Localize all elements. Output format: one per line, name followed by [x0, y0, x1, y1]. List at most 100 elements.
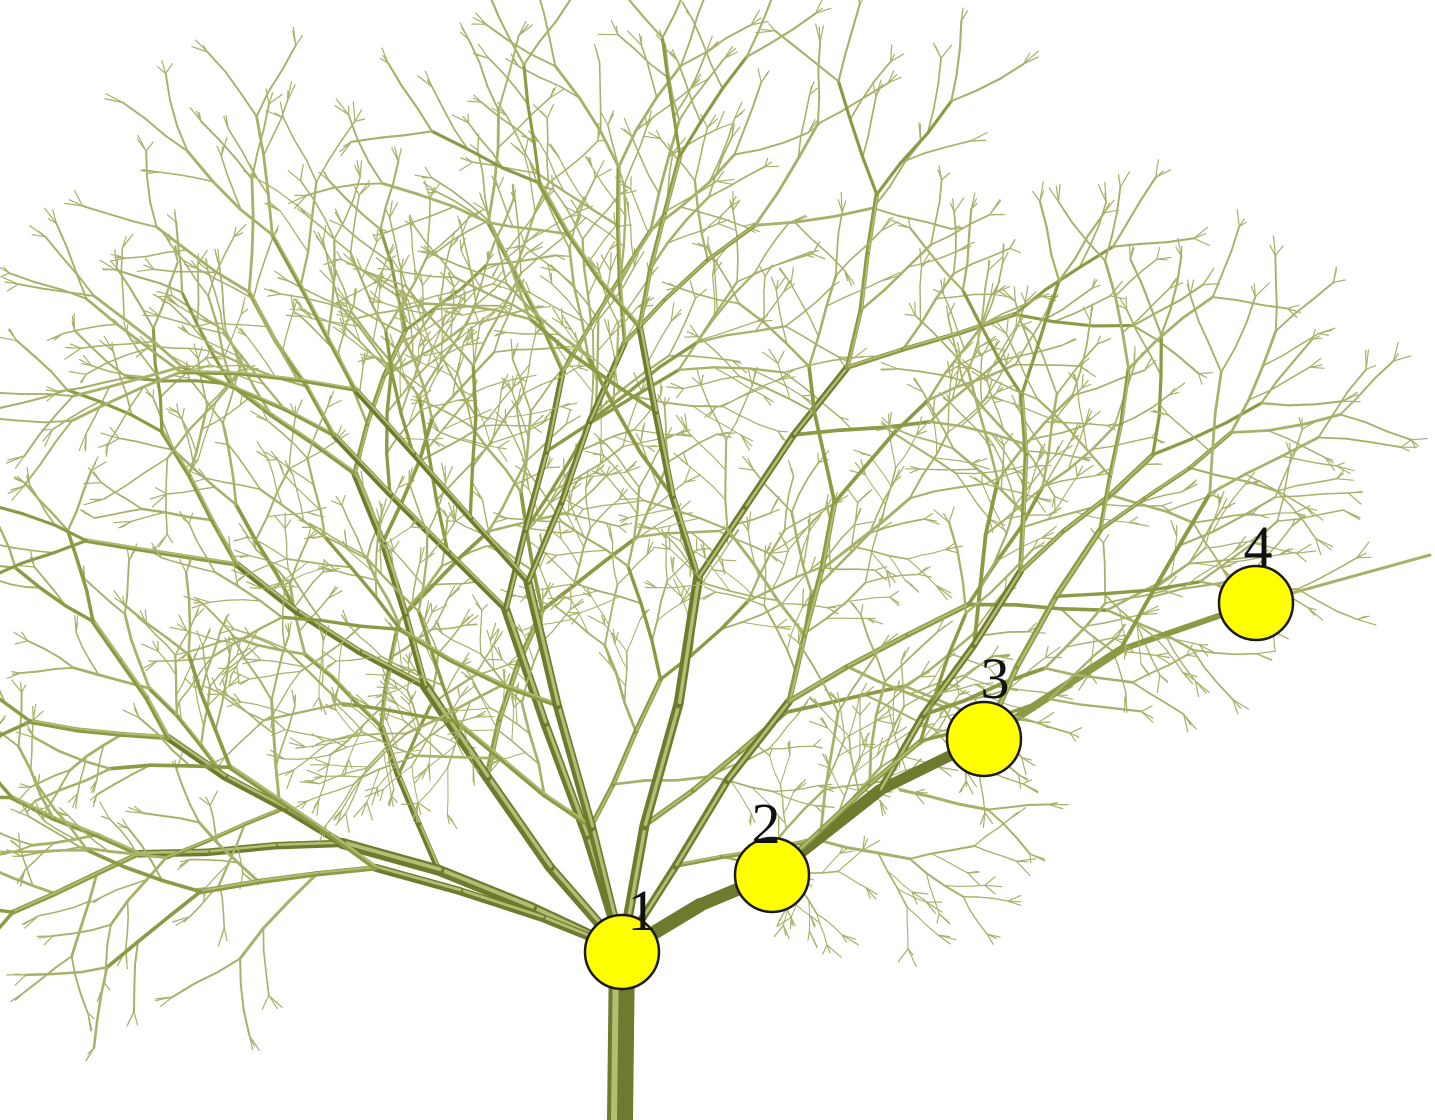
twig [665, 609, 673, 615]
twig-tip [1194, 238, 1210, 245]
twig [853, 520, 856, 537]
twig [784, 373, 803, 387]
twig [506, 332, 524, 334]
twig [441, 737, 449, 740]
twig [849, 736, 851, 755]
twig [325, 537, 351, 567]
twig [229, 387, 234, 405]
twig [627, 641, 632, 652]
twig-tip [776, 620, 787, 628]
twig [816, 504, 832, 512]
twig [624, 216, 626, 247]
twig [128, 561, 129, 579]
twig [282, 685, 291, 700]
twig [242, 151, 254, 174]
twig [359, 636, 371, 646]
twig [838, 871, 848, 876]
twig [299, 631, 305, 654]
twig-tip [336, 99, 348, 115]
twig [779, 564, 785, 577]
twig-tip [1199, 373, 1213, 374]
twig [502, 485, 514, 509]
twig [735, 150, 760, 155]
twig-tip [307, 512, 315, 515]
twig-tip [942, 173, 950, 180]
twig-tip [705, 587, 716, 592]
twig-tip [288, 171, 300, 181]
twig [289, 451, 291, 469]
twig-tip [432, 438, 442, 440]
twig [933, 718, 940, 727]
twig-tip [453, 115, 469, 123]
twig [349, 748, 354, 760]
twig-tip [224, 928, 227, 941]
twig [715, 279, 716, 295]
twig-tip [84, 513, 94, 518]
twig [803, 786, 818, 789]
twig [632, 147, 640, 166]
twig [784, 366, 807, 373]
twig [796, 568, 821, 578]
twig [547, 118, 548, 140]
twig-tip [192, 646, 200, 664]
twig [107, 214, 132, 221]
twig [960, 21, 961, 48]
twig-tip [7, 284, 18, 291]
twig [617, 324, 618, 351]
twig [791, 792, 794, 799]
twig [146, 151, 147, 177]
twig [758, 7, 768, 32]
twig [414, 576, 417, 590]
twig [523, 385, 541, 394]
twig [788, 715, 798, 726]
twig [131, 639, 140, 664]
twig [550, 40, 556, 67]
twig [330, 765, 344, 767]
twig [221, 157, 227, 175]
twig-tip [926, 902, 942, 912]
twig [1113, 224, 1127, 247]
twig [351, 768, 367, 772]
twig [628, 473, 639, 488]
twig [631, 227, 632, 243]
twig [690, 356, 711, 358]
twig-tip [335, 106, 349, 115]
twig [856, 699, 858, 712]
twig [241, 210, 272, 235]
twig [262, 543, 275, 551]
twig-tip [233, 672, 249, 679]
twig [224, 310, 226, 331]
twig-tip [22, 685, 26, 692]
branch-highlight [273, 234, 301, 285]
twig [241, 94, 256, 116]
twig [145, 118, 166, 136]
twig-tip [818, 453, 819, 462]
twig [190, 906, 200, 917]
twig [419, 194, 455, 206]
twig [662, 14, 675, 38]
twig [737, 321, 757, 328]
twig [753, 82, 761, 106]
twig-tip [448, 588, 460, 599]
twig [639, 472, 648, 488]
twig [468, 709, 479, 710]
twig-tip [167, 534, 172, 542]
twig-tip [296, 36, 303, 46]
twig [513, 359, 520, 376]
twig [617, 575, 627, 585]
twig-tip [323, 630, 324, 641]
twig [282, 617, 322, 620]
twig [80, 769, 84, 781]
twig [732, 595, 748, 599]
twig [851, 755, 855, 773]
twig [308, 217, 312, 252]
twig [468, 647, 481, 654]
twig [1046, 268, 1079, 290]
twig [1001, 64, 1024, 78]
twig [499, 86, 506, 111]
twig [77, 561, 86, 591]
twig [570, 353, 613, 383]
twig [940, 180, 942, 202]
